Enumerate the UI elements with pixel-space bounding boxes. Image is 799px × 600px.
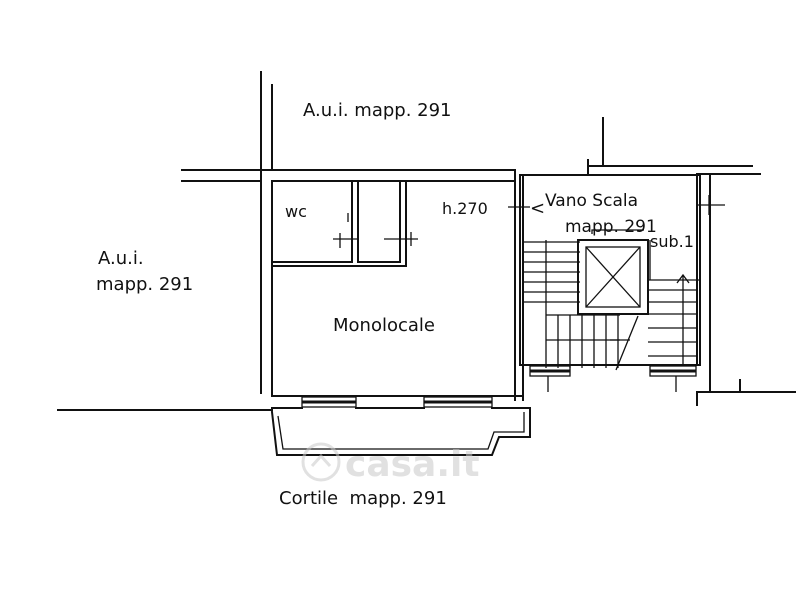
watermark: casa.it [301, 442, 480, 485]
courtyard-outline [270, 407, 531, 456]
left-neighbor-label-line2: mapp. 291 [96, 274, 193, 295]
sub-label: sub.1 [650, 232, 694, 251]
watermark-house-icon [310, 453, 332, 468]
height-label: h.270 [442, 199, 488, 218]
south-windows [301, 396, 493, 408]
stair-arrow-icon: < [530, 198, 545, 219]
watermark-logo-icon [301, 442, 341, 482]
neighbor-walls [181, 71, 753, 394]
left-neighbor-label-line1: A.u.i. [98, 248, 144, 269]
stair-windows [529, 365, 697, 392]
courtyard-label: Cortile mapp. 291 [279, 488, 447, 509]
watermark-text: casa.it [345, 444, 480, 485]
main-room-label: Monolocale [333, 315, 435, 336]
stair-core [519, 173, 796, 406]
unit-outline [57, 169, 531, 411]
stair-label-line1: Vano Scala [545, 191, 638, 211]
wc-label: wc [285, 202, 307, 221]
top-neighbor-label: A.u.i. mapp. 291 [303, 100, 452, 121]
stair-label-line2: mapp. 291 [565, 217, 657, 237]
wc-partitions [271, 180, 530, 267]
